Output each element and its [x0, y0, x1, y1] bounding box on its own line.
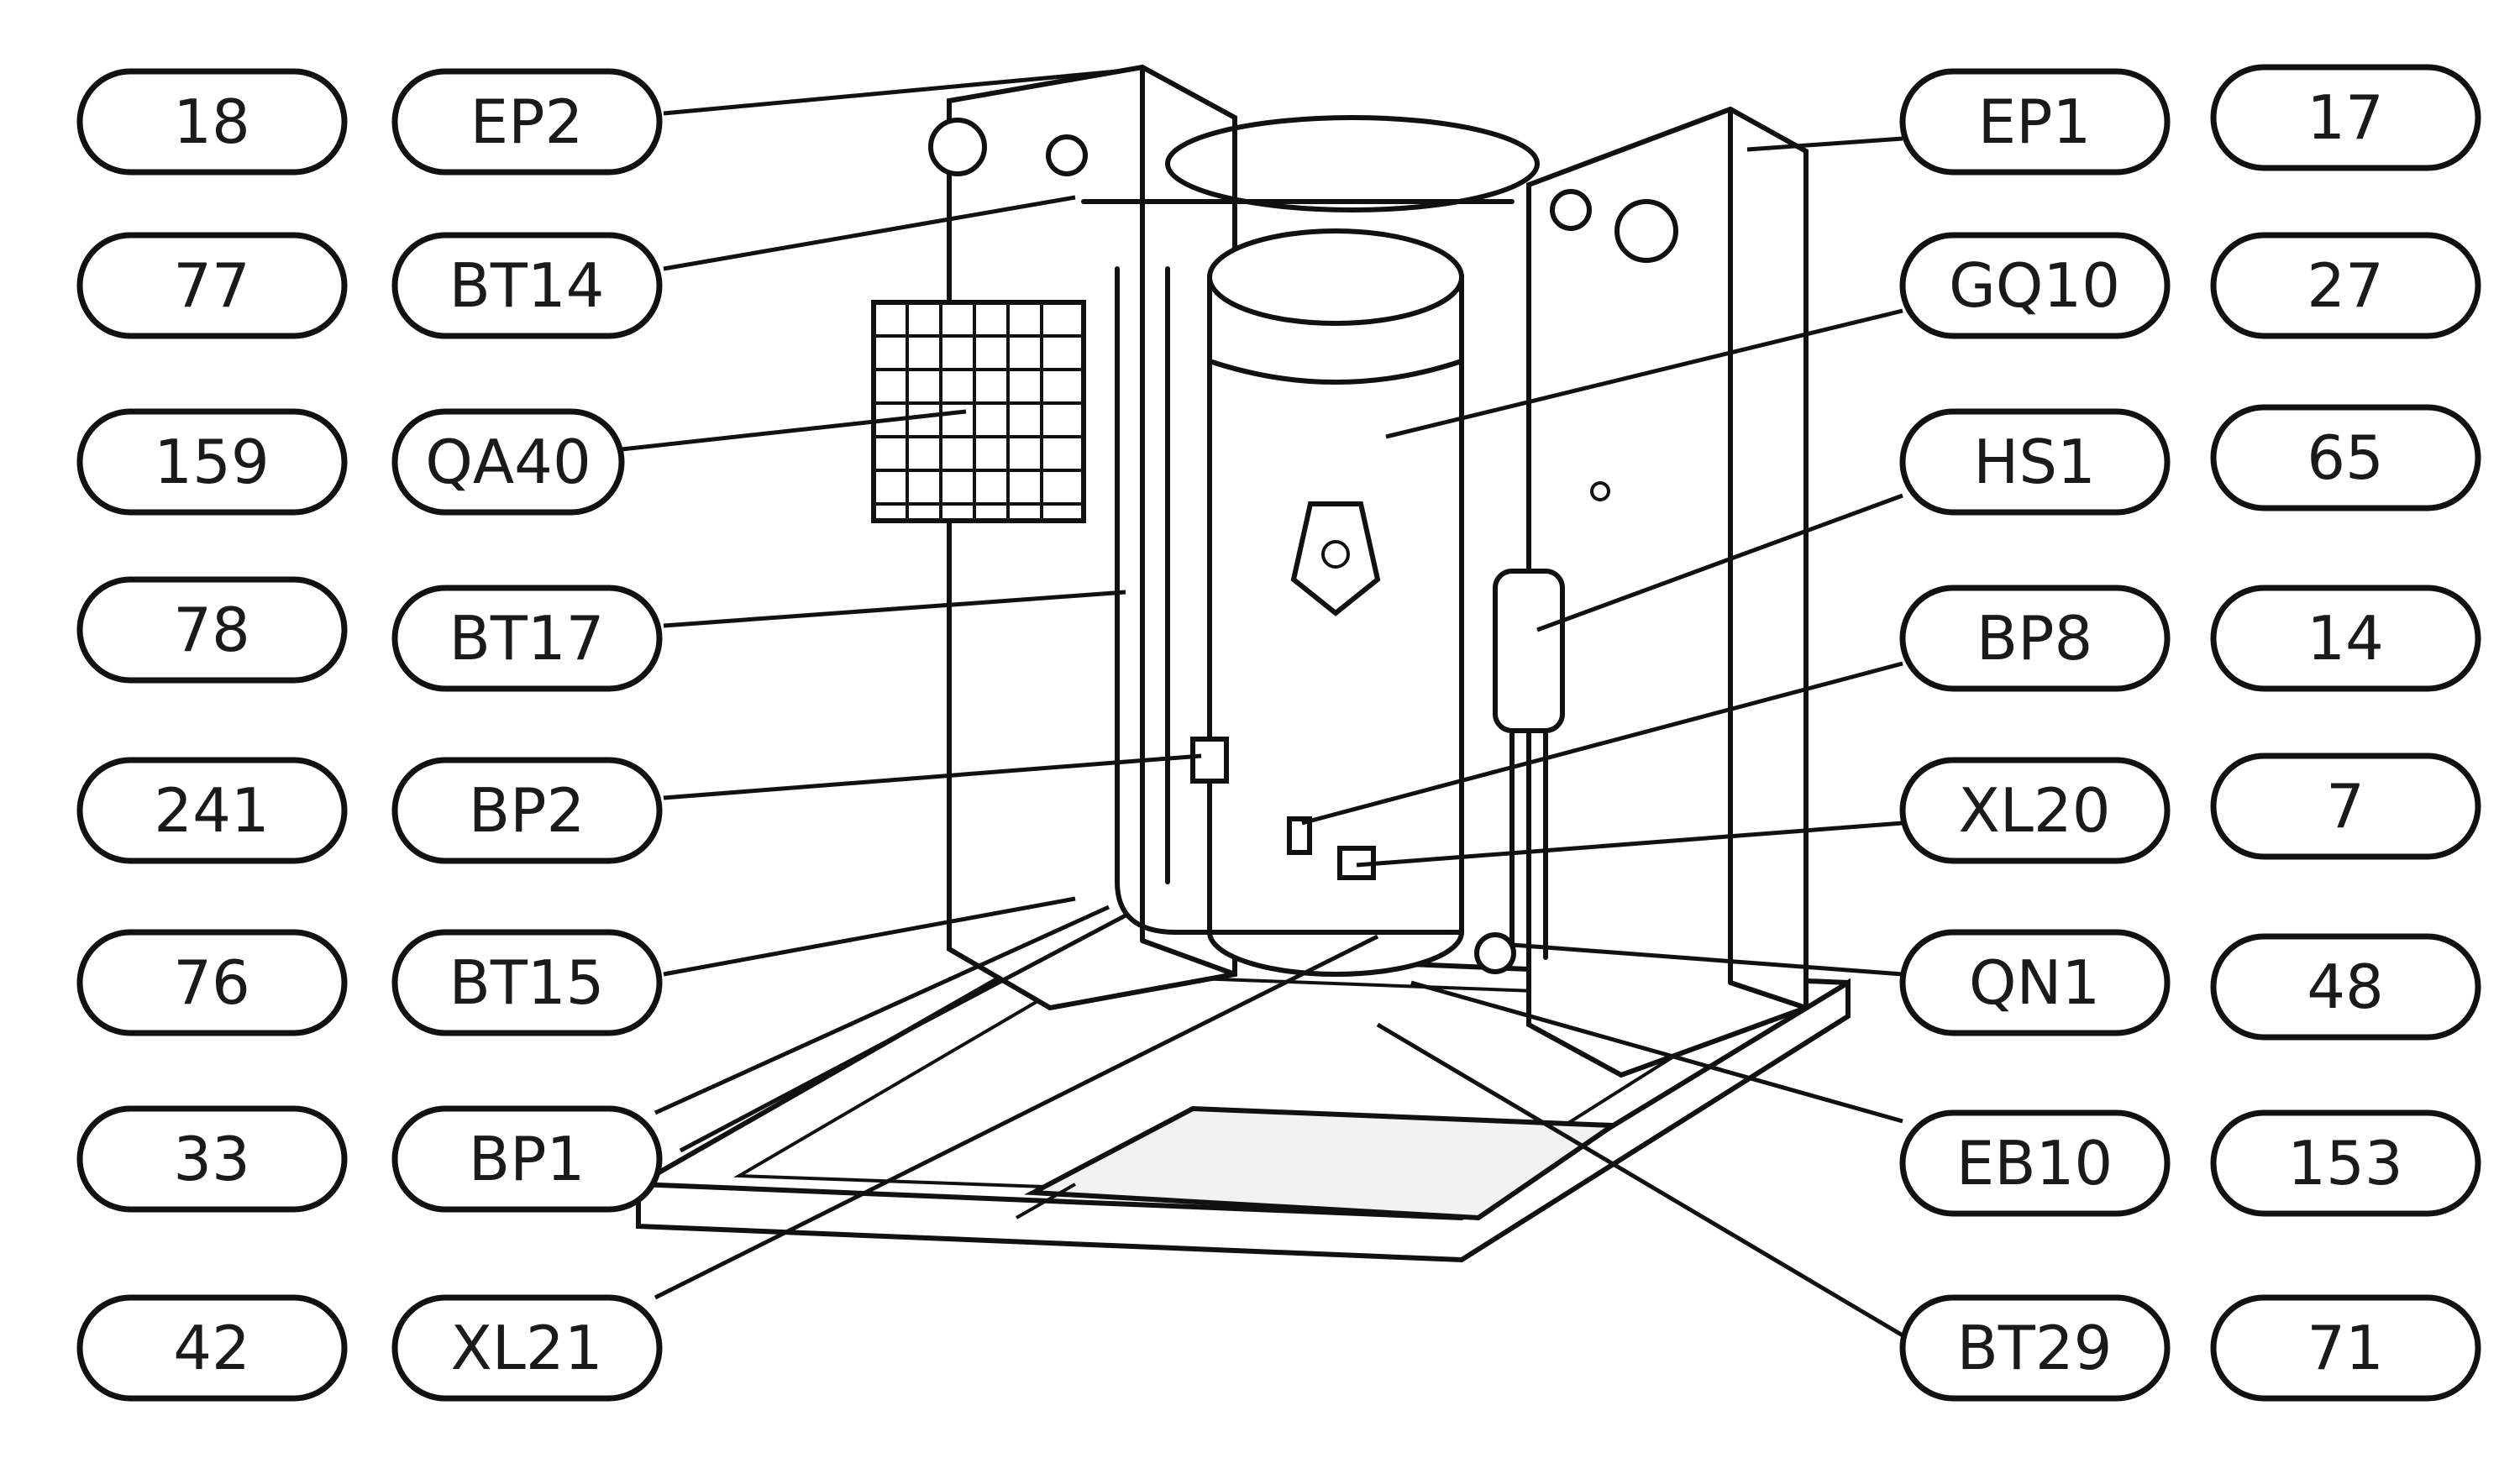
component-code: XL21 [450, 1313, 602, 1383]
item-number: 17 [2307, 82, 2384, 153]
label-row: 42 XL21 [76, 1294, 663, 1402]
label-row: 159 QA40 [76, 408, 625, 516]
label-row: BT29 71 [1899, 1294, 2481, 1402]
item-number: 65 [2307, 422, 2384, 493]
left-labels: 18 EP2 77 BT14 159 QA40 78 BT17 241 BP2 [76, 68, 663, 1402]
component-code: EB10 [1956, 1128, 2113, 1198]
label-row: 78 BT17 [76, 576, 663, 692]
component-code: QN1 [1969, 947, 2100, 1018]
component-code: EP2 [470, 87, 584, 157]
label-row: EB10 153 [1899, 1109, 2481, 1217]
label-row: QN1 48 [1899, 929, 2481, 1041]
leader-lines [621, 69, 1904, 1338]
component-code: BT17 [449, 603, 605, 674]
item-number: 159 [154, 427, 269, 497]
item-number: 78 [173, 595, 250, 665]
item-number: 27 [2307, 250, 2384, 321]
label-row: 18 EP2 [76, 68, 663, 176]
label-row: HS1 65 [1899, 404, 2481, 516]
label-row: XL20 7 [1899, 753, 2481, 864]
label-row: 76 BT15 [76, 929, 663, 1036]
component-code: XL20 [1958, 775, 2110, 846]
item-number: 48 [2307, 952, 2384, 1022]
component-code: BT15 [449, 947, 605, 1018]
item-number: 77 [173, 250, 250, 321]
item-number: 7 [2326, 771, 2365, 842]
label-row: EP1 17 [1899, 64, 2481, 176]
item-number: 241 [154, 775, 269, 846]
component-code: EP1 [1978, 87, 2092, 157]
item-number: 42 [173, 1313, 250, 1383]
item-number: 153 [2287, 1128, 2402, 1198]
heat-pump-module-illustration [636, 64, 1851, 1263]
item-number: 76 [173, 947, 250, 1018]
component-code: GQ10 [1949, 250, 2120, 321]
fan-grid [874, 302, 1084, 521]
component-code: QA40 [425, 427, 591, 497]
component-code: BP8 [1977, 603, 2093, 674]
right-labels: EP1 17 GQ10 27 HS1 65 BP8 14 XL20 7 [1899, 64, 2481, 1402]
label-row: 77 BT14 [76, 232, 663, 339]
label-row: 241 BP2 [76, 757, 663, 864]
label-row: 33 BP1 [76, 1105, 663, 1213]
item-number: 71 [2307, 1313, 2384, 1383]
component-code: BT14 [449, 250, 605, 321]
component-code: BT29 [1957, 1313, 2113, 1383]
label-row: GQ10 27 [1899, 232, 2481, 339]
component-code: BP1 [469, 1124, 585, 1194]
item-number: 18 [173, 87, 250, 157]
component-code: HS1 [1973, 427, 2096, 497]
component-code: BP2 [469, 775, 585, 846]
label-row: BP8 14 [1899, 585, 2481, 692]
item-number: 14 [2307, 603, 2384, 674]
item-number: 33 [173, 1124, 250, 1194]
